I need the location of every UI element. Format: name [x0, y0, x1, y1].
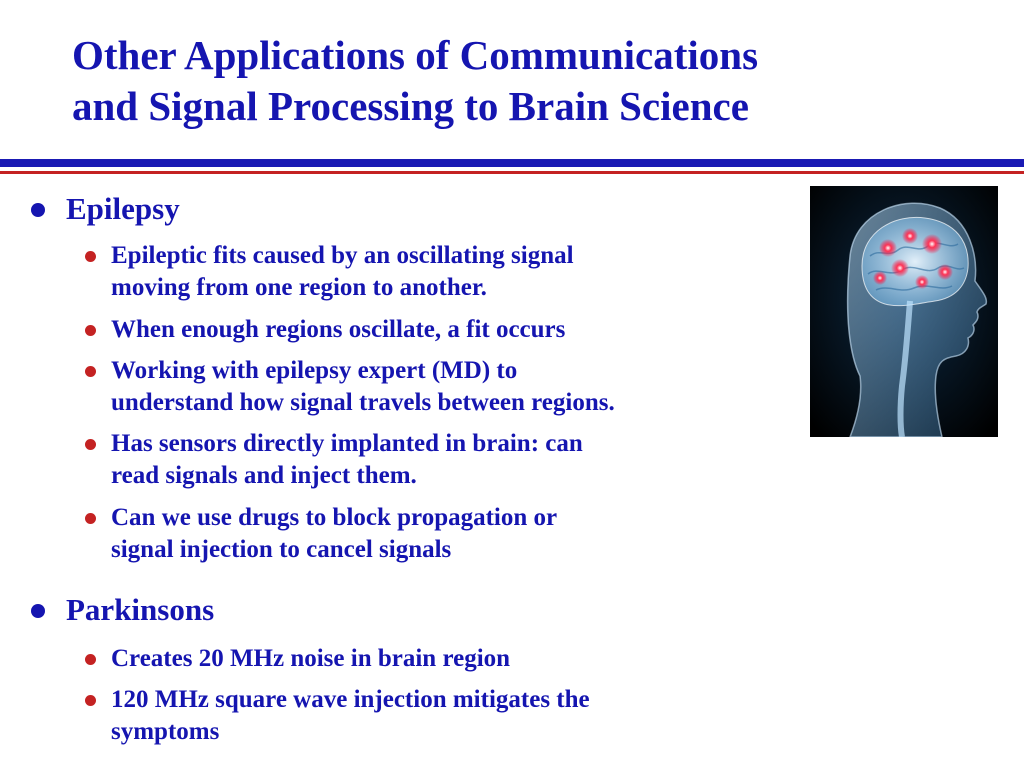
title-divider-red	[0, 171, 1024, 174]
sub-bullet-parkinsons-2: 120 MHz square wave injection mitigates …	[85, 684, 811, 748]
slide-title-line-2: and Signal Processing to Brain Science	[72, 83, 749, 129]
sub-bullet-epilepsy-1: Epileptic fits caused by an oscillating …	[85, 240, 811, 304]
sub-bullet-text-line: Working with epilepsy expert (MD) to	[111, 357, 518, 384]
sub-bullet-text-line: 120 MHz square wave injection mitigates …	[111, 686, 590, 713]
sub-bullet-dot-icon	[85, 325, 96, 336]
sub-bullet-dot-icon	[85, 439, 96, 450]
slide-title-line-1: Other Applications of Communications	[72, 32, 759, 78]
sub-bullet-text-line: Can we use drugs to block propagation or	[111, 504, 558, 531]
sub-bullet-dot-icon	[85, 654, 96, 665]
sub-bullet-text-line: When enough regions oscillate, a fit occ…	[111, 316, 566, 343]
bullet-dot-icon	[31, 604, 45, 618]
sub-bullet-epilepsy-4: Has sensors directly implanted in brain:…	[85, 428, 811, 492]
sub-bullet-text-line: Creates 20 MHz noise in brain region	[111, 645, 511, 672]
sub-bullet-dot-icon	[85, 251, 96, 262]
sub-bullet-dot-icon	[85, 695, 96, 706]
sub-bullet-dot-icon	[85, 366, 96, 377]
brain-illustration	[810, 186, 998, 437]
sub-bullet-text-line: Has sensors directly implanted in brain:…	[111, 430, 583, 457]
sub-bullet-text-line: symptoms	[111, 718, 220, 745]
sub-bullet-dot-icon	[85, 513, 96, 524]
slide-title: Other Applications of Communications and…	[72, 30, 972, 132]
sub-bullet-epilepsy-3: Working with epilepsy expert (MD) to und…	[85, 355, 811, 419]
bullet-parkinsons: Parkinsons	[31, 592, 215, 628]
bullet-epilepsy-label: Epilepsy	[66, 191, 180, 226]
sub-bullet-text-line: signal injection to cancel signals	[111, 536, 452, 563]
sub-bullet-epilepsy-5: Can we use drugs to block propagation or…	[85, 502, 811, 566]
bullet-epilepsy: Epilepsy	[31, 191, 180, 227]
sub-bullet-text-line: read signals and inject them.	[111, 462, 417, 489]
sub-bullet-text-line: moving from one region to another.	[111, 274, 487, 301]
bullet-dot-icon	[31, 203, 45, 217]
sub-bullet-text-line: Epileptic fits caused by an oscillating …	[111, 242, 574, 269]
bullet-parkinsons-label: Parkinsons	[66, 592, 215, 627]
sub-bullet-parkinsons-1: Creates 20 MHz noise in brain region	[85, 643, 811, 675]
sub-bullet-epilepsy-2: When enough regions oscillate, a fit occ…	[85, 314, 811, 346]
title-divider-blue	[0, 159, 1024, 167]
glowing-brain-xray-head-icon	[810, 186, 998, 437]
sub-bullet-text-line: understand how signal travels between re…	[111, 389, 615, 416]
